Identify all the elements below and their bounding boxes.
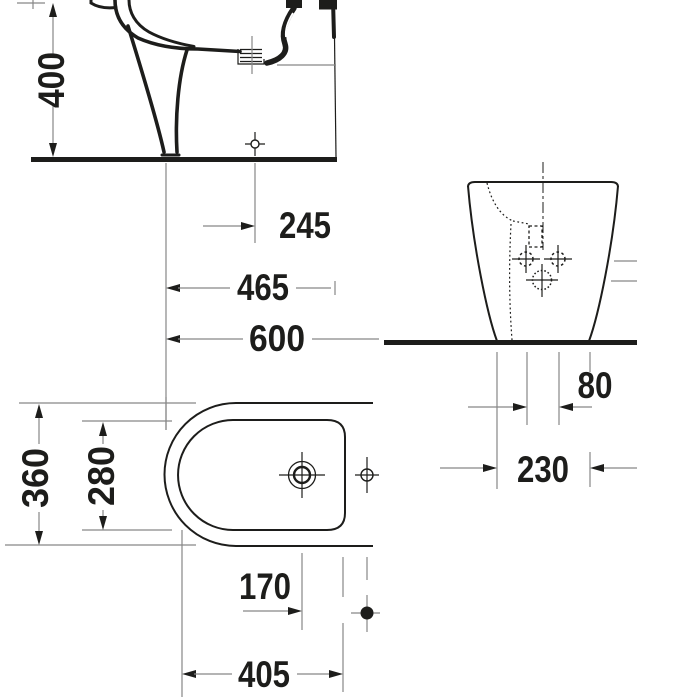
- side-deck-right: [319, 0, 337, 10]
- arrow-down: [35, 531, 43, 545]
- top-view-figure: [163, 402, 379, 547]
- dim-outlet-245: 245: [165, 163, 331, 430]
- dim-front-depth-465: 465: [166, 267, 336, 308]
- dim-fixing-width-230: 230: [440, 449, 637, 490]
- side-back-outer-thin: [333, 36, 337, 158]
- dim-label-fixing-width: 230: [517, 449, 569, 490]
- arrow-right: [288, 607, 302, 615]
- side-back-wall: [264, 5, 297, 66]
- back-right-side: [588, 185, 619, 342]
- plan-side-hole: [355, 457, 379, 493]
- arrow-down: [99, 516, 107, 530]
- dim-label-basin-length: 405: [238, 654, 290, 695]
- arrow-up: [35, 404, 43, 418]
- arrow-left: [590, 464, 604, 472]
- fixing-point-dot: [360, 606, 374, 620]
- back-fixing-hole-right: [544, 245, 572, 273]
- dim-basin-length-405: 405: [181, 530, 380, 697]
- dim-label-front-depth: 465: [237, 267, 289, 308]
- arrow-right: [329, 670, 343, 678]
- arrow-left: [166, 284, 180, 292]
- dim-height-400: 400: [17, 0, 72, 157]
- back-outlet-hole: [526, 264, 558, 297]
- side-deck-left: [286, 0, 302, 8]
- side-rim-lip: [89, 0, 118, 10]
- dim-basin-width-280: 280: [81, 420, 172, 531]
- side-drain-box: [237, 49, 265, 65]
- dim-label-tap-offset: 170: [239, 566, 291, 607]
- dim-label-hole-spacing: 80: [578, 365, 613, 406]
- plan-tap-hole: [279, 452, 325, 498]
- plan-inner-rim: [177, 419, 346, 531]
- arrow-right: [513, 403, 527, 411]
- side-floor-line: [31, 157, 337, 162]
- arrow-left: [559, 403, 573, 411]
- dim-hole-spacing-80: 80: [468, 352, 613, 489]
- arrow-right: [241, 222, 255, 230]
- side-outlet-marker: [245, 132, 265, 156]
- dim-overall-depth-600: 600: [166, 318, 379, 359]
- side-drain-hatch: [240, 48, 262, 63]
- back-hidden-basin-top: [486, 182, 514, 222]
- back-hidden-basin-link: [512, 220, 530, 225]
- back-hidden-tap-hole: [528, 225, 543, 248]
- side-back-wall-highlight: [284, 12, 294, 38]
- arrow-right: [483, 464, 497, 472]
- back-view-figure: [384, 162, 637, 345]
- dim-overall-width-360: 360: [5, 397, 196, 546]
- arrow-up: [99, 422, 107, 436]
- arrow-down: [49, 143, 57, 157]
- arrow-left: [182, 670, 196, 678]
- back-hidden-basin-side: [509, 223, 513, 341]
- dim-label-overall-width: 360: [15, 448, 56, 508]
- arrow-left: [166, 335, 180, 343]
- side-view-figure: [31, 0, 337, 162]
- dim-label-outlet: 245: [279, 205, 331, 246]
- dim-tap-offset-170: 170: [239, 553, 303, 630]
- back-fixing-hole-left: [512, 245, 540, 273]
- dim-label-height: 400: [31, 52, 72, 108]
- side-pedestal-back: [174, 48, 189, 154]
- plan-outer-rim: [163, 402, 373, 547]
- dim-label-basin-width: 280: [81, 446, 122, 506]
- side-back-outer-thick: [331, 0, 336, 39]
- back-left-side: [467, 185, 498, 342]
- arrow-up: [49, 3, 57, 17]
- side-front-wall-inner: [127, 0, 196, 48]
- back-floor-line: [384, 340, 637, 345]
- side-pedestal-front: [126, 24, 166, 154]
- dim-label-overall-depth: 600: [249, 318, 305, 359]
